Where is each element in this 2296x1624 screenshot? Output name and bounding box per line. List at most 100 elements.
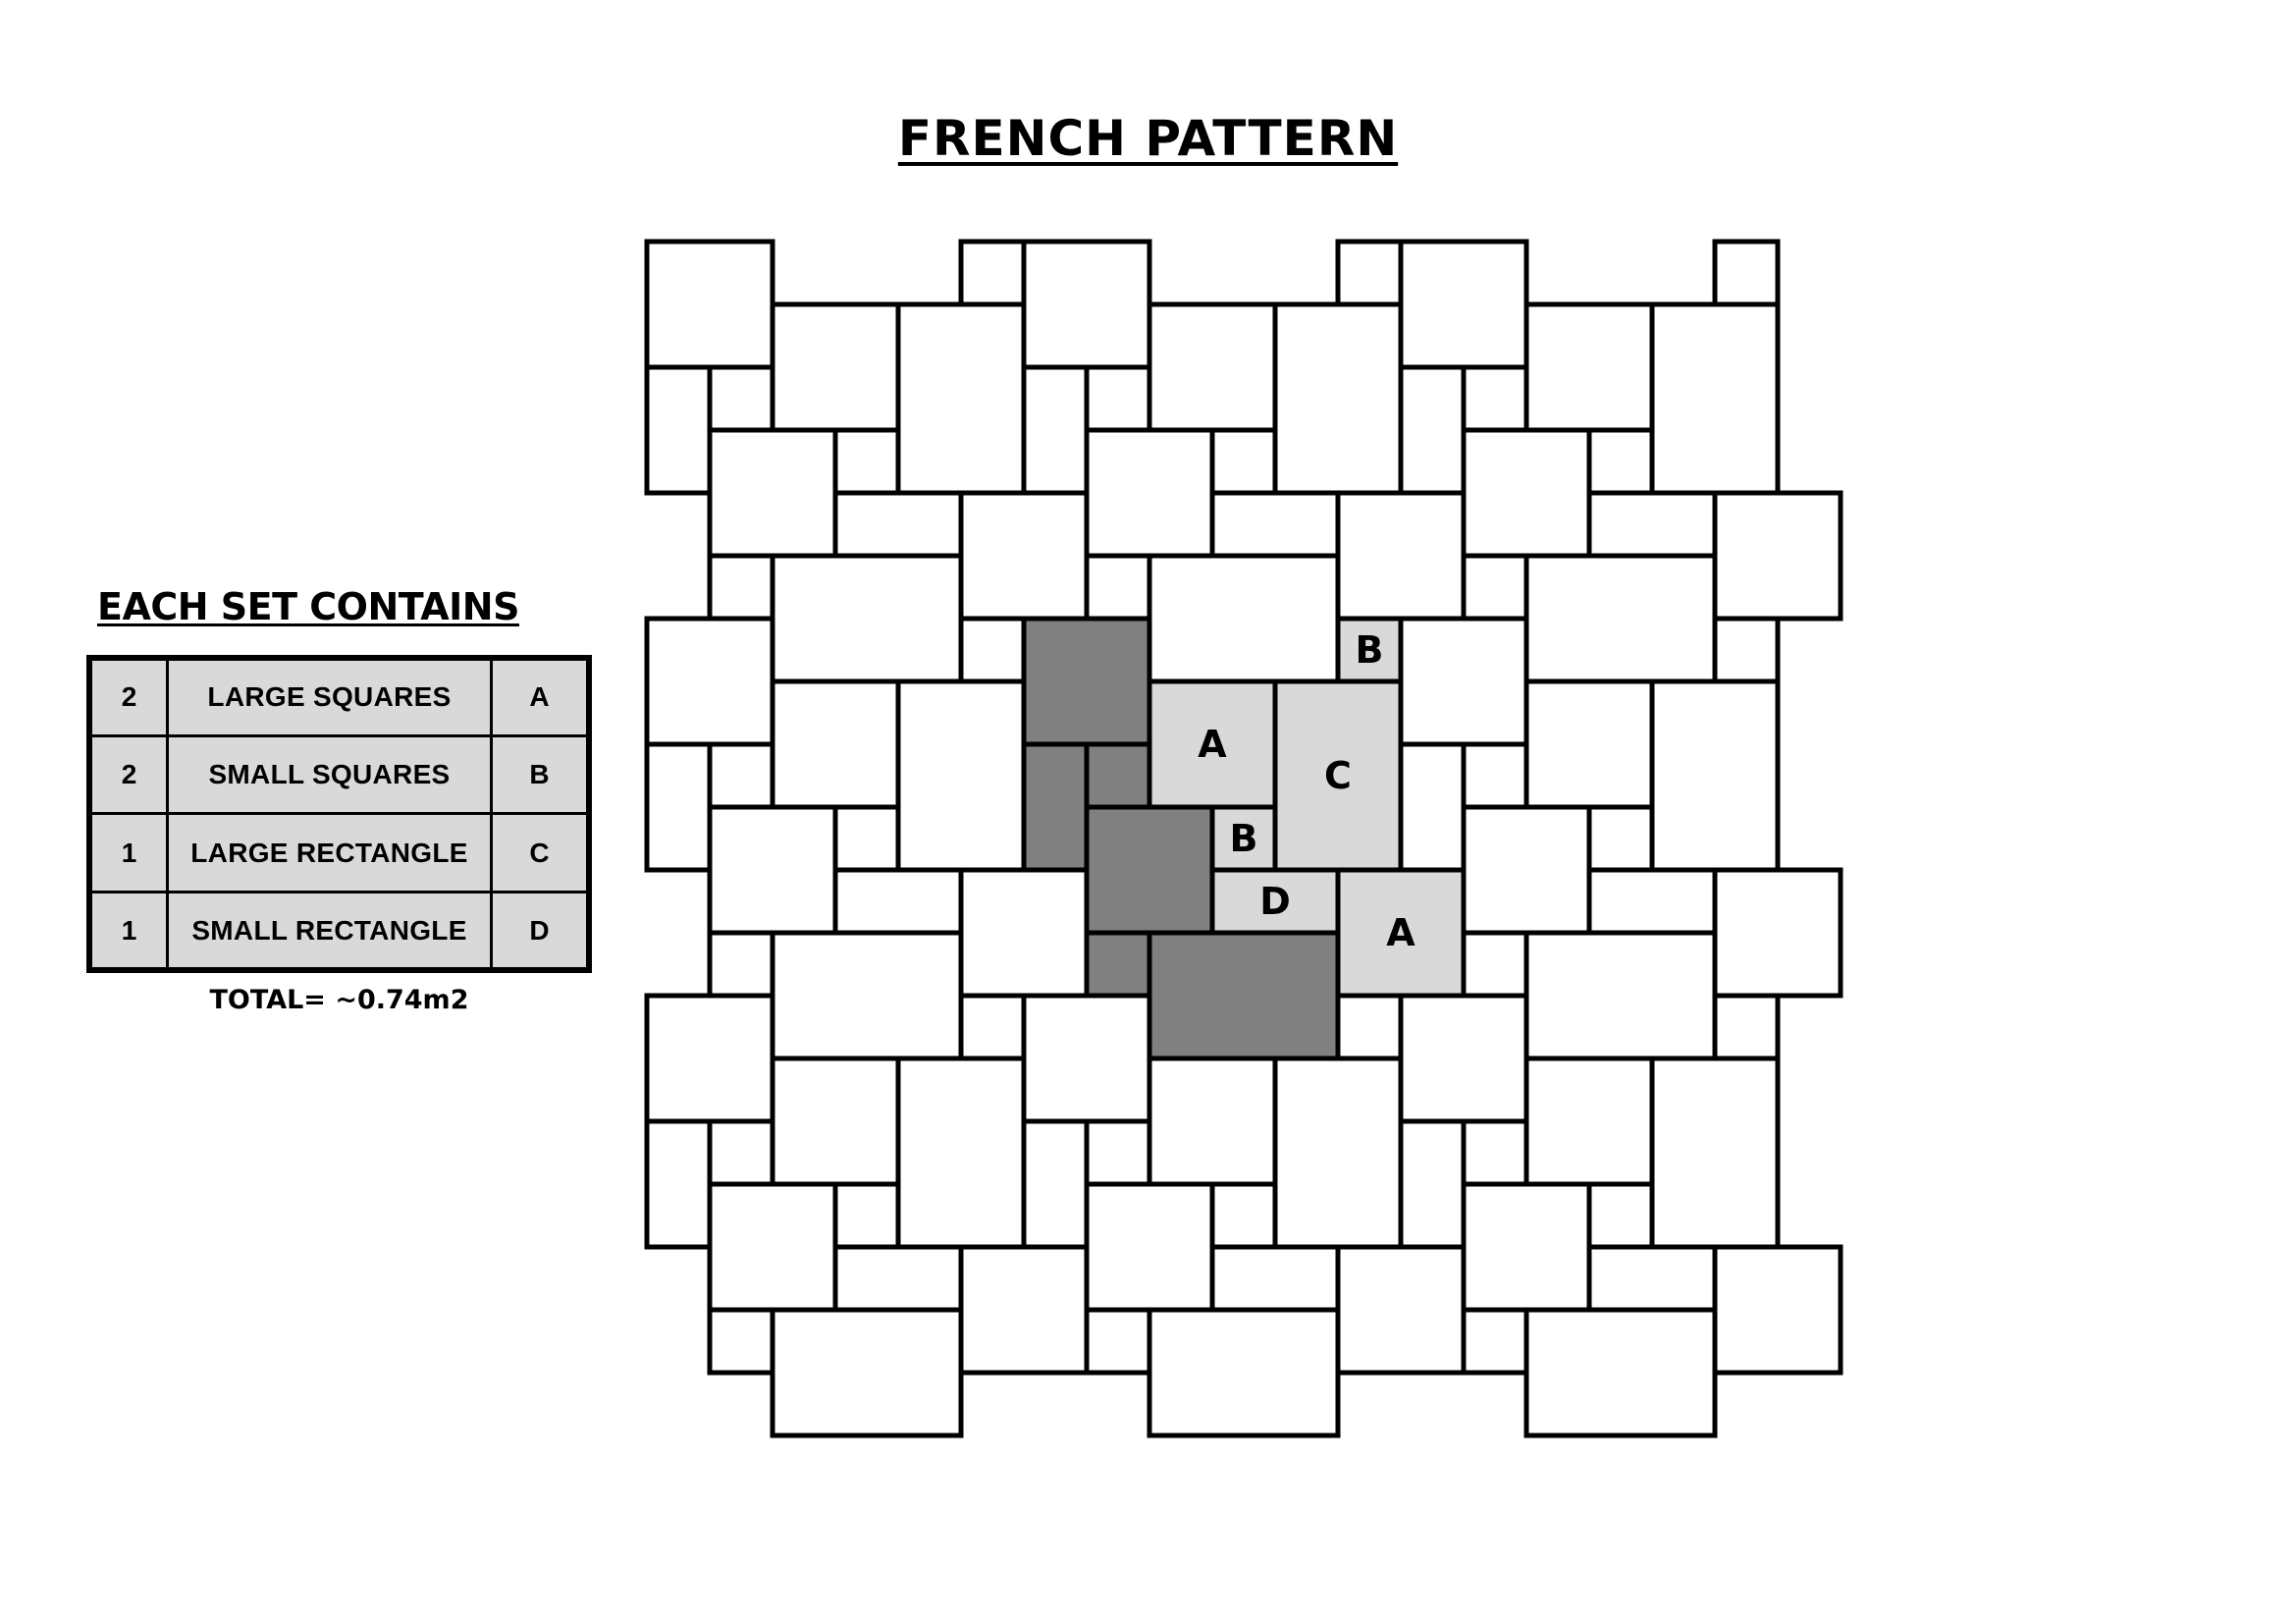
tile-small-square	[1461, 1118, 1529, 1187]
tile-small-square	[1586, 1181, 1655, 1250]
tile-large-square	[1461, 427, 1592, 559]
tile-small-square	[1209, 1181, 1278, 1250]
tile-large-square	[958, 490, 1090, 622]
tile-large-square	[1523, 678, 1655, 810]
tile-small-square	[1335, 993, 1404, 1061]
tile-large-rectangle	[770, 930, 964, 1061]
tile-large-square	[770, 678, 901, 810]
tile-small-square	[1586, 427, 1655, 496]
tile-small-square	[1461, 741, 1529, 810]
tile-large-square	[644, 616, 775, 747]
tile-small-square	[832, 427, 901, 496]
tile-small-square	[1084, 1118, 1152, 1187]
tile-large-square	[958, 867, 1090, 999]
tile-large-square	[1523, 301, 1655, 433]
tile-small-rectangle	[1209, 490, 1341, 559]
tile-large-square	[1398, 616, 1529, 747]
legend-code: D	[490, 891, 586, 967]
tile-small-square	[1461, 364, 1529, 433]
tile-large-square	[770, 301, 901, 433]
legend-row-large-squares: 2 LARGE SQUARES A	[92, 661, 586, 737]
tile-small-square	[707, 364, 775, 433]
tile-large-square	[707, 427, 838, 559]
tile-label-d: D	[1259, 880, 1291, 923]
tile-large-square	[1461, 1181, 1592, 1313]
tile-large-square	[1084, 427, 1215, 559]
tile-small-square	[1335, 616, 1404, 684]
tile-small-square	[958, 616, 1027, 684]
legend-qty: 1	[92, 812, 169, 894]
tile-large-square	[707, 1181, 838, 1313]
tile-large-square	[1335, 1244, 1467, 1376]
tile-small-rectangle	[1398, 1118, 1467, 1250]
tile-label-b: B	[1356, 628, 1384, 672]
tile-large-square	[1147, 301, 1278, 433]
tile-small-rectangle	[1398, 364, 1467, 496]
tile-group	[644, 239, 1843, 1438]
legend-row-small-rectangle: 1 SMALL RECTANGLE D	[92, 891, 586, 967]
legend-description: SMALL RECTANGLE	[166, 891, 493, 967]
tile-small-rectangle	[1021, 1118, 1090, 1250]
tile-small-square	[1712, 239, 1781, 307]
tile-large-rectangle	[1523, 553, 1718, 684]
tile-small-square	[1084, 930, 1152, 999]
tile-large-rectangle	[1649, 301, 1781, 496]
tile-small-rectangle	[644, 741, 713, 873]
tile-large-square	[1335, 490, 1467, 622]
tile-large-rectangle	[1649, 678, 1781, 873]
tile-small-rectangle	[1021, 364, 1090, 496]
tile-large-square	[1398, 993, 1529, 1124]
page-title: FRENCH PATTERN	[897, 110, 1399, 167]
tile-small-rectangle	[644, 1118, 713, 1250]
legend-description: LARGE SQUARES	[166, 661, 493, 737]
tile-small-square	[707, 553, 775, 622]
tile-small-square	[707, 1307, 775, 1376]
tile-label-a: A	[1386, 911, 1415, 954]
tile-large-square	[1523, 1056, 1655, 1187]
tile-large-square	[1398, 239, 1529, 370]
tile-large-rectangle	[1147, 553, 1341, 684]
legend-qty: 2	[92, 733, 169, 816]
tile-label-b: B	[1230, 817, 1258, 860]
tile-small-square	[1461, 553, 1529, 622]
tile-small-rectangle	[1209, 867, 1341, 936]
tile-large-square	[1084, 1181, 1215, 1313]
tile-small-square	[707, 930, 775, 999]
tile-small-square	[1084, 741, 1152, 810]
legend-total: TOTAL= ~0.74m2	[209, 985, 469, 1015]
tile-small-rectangle	[1209, 1244, 1341, 1313]
tile-small-square	[1712, 993, 1781, 1061]
tile-large-square	[1021, 616, 1152, 747]
legend-title: EACH SET CONTAINS	[97, 585, 519, 628]
tile-small-rectangle	[1398, 741, 1467, 873]
tile-small-rectangle	[1021, 741, 1090, 873]
tile-large-square	[1021, 993, 1152, 1124]
tile-small-rectangle	[1586, 867, 1718, 936]
tile-large-rectangle	[1649, 1056, 1781, 1250]
tile-large-square	[770, 1056, 901, 1187]
tile-small-square	[958, 239, 1027, 307]
tile-large-square	[1461, 804, 1592, 936]
tile-large-square	[644, 239, 775, 370]
tile-small-square	[1461, 1307, 1529, 1376]
tile-small-rectangle	[832, 867, 964, 936]
tile-small-square	[832, 1181, 901, 1250]
tile-large-rectangle	[1147, 930, 1341, 1061]
tile-large-square	[644, 993, 775, 1124]
tile-small-square	[1335, 239, 1404, 307]
tile-large-rectangle	[895, 678, 1027, 873]
tile-large-rectangle	[770, 553, 964, 684]
tile-large-rectangle	[1523, 930, 1718, 1061]
page-title-wrap: FRENCH PATTERN	[0, 110, 2296, 167]
tile-large-square	[1335, 867, 1467, 999]
tile-label-a: A	[1198, 723, 1227, 766]
legend-description: LARGE RECTANGLE	[166, 812, 493, 894]
tile-large-square	[1712, 490, 1843, 622]
legend-row-large-rectangle: 1 LARGE RECTANGLE C	[92, 812, 586, 894]
tile-large-square	[1021, 239, 1152, 370]
tile-small-square	[1084, 1307, 1152, 1376]
legend-code: A	[490, 661, 586, 737]
tile-large-square	[707, 804, 838, 936]
